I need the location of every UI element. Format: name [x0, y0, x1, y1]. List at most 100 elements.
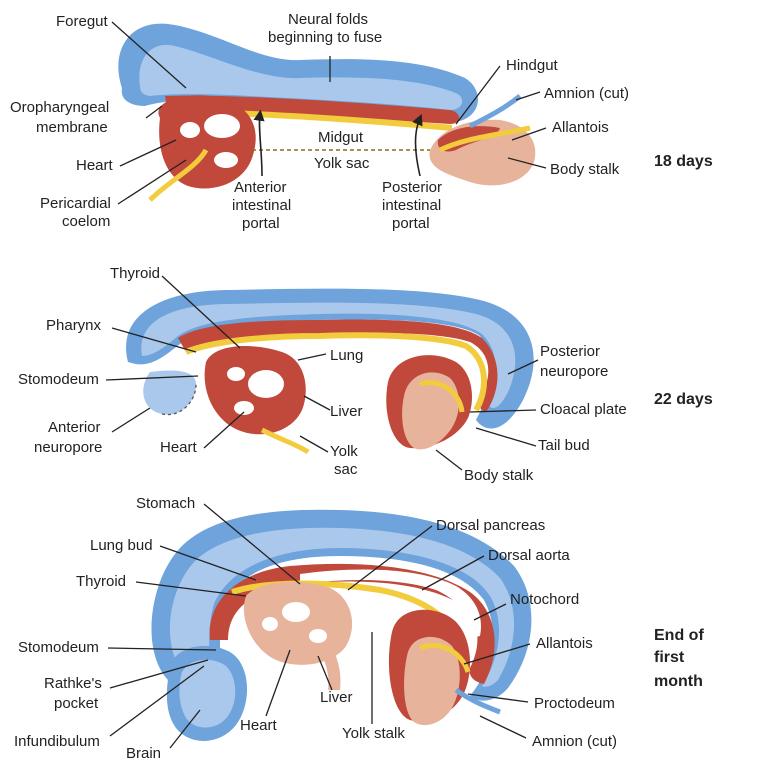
label-yolk-sac-2-1: Yolk: [330, 443, 358, 460]
label-hindgut: Hindgut: [506, 57, 559, 74]
endoderm-arch: [184, 332, 488, 412]
label-dorsal-pancreas: Dorsal pancreas: [436, 517, 545, 534]
label-heart-3: Heart: [240, 717, 278, 734]
leader-allantois: [511, 127, 547, 141]
anterior-neuropore-bulge: [143, 370, 196, 415]
label-lung: Lung: [330, 347, 363, 364]
leader-stomach: [203, 503, 301, 585]
leader-body-stalk-1: [507, 157, 547, 169]
amnion-cut-3: [454, 687, 501, 715]
anterior-neuropore-dashed: [161, 383, 197, 416]
leader-lung: [297, 353, 327, 361]
label-amnion-cut: Amnion (cut): [544, 85, 629, 102]
body-stalk-2: [402, 372, 459, 450]
label-rathke-2: pocket: [54, 695, 99, 712]
label-liver-2: Liver: [330, 403, 363, 420]
label-heart-2: Heart: [160, 439, 198, 456]
heart-lumen-1: [204, 114, 240, 138]
heart-lumen-2: [180, 122, 200, 138]
label-body-stalk-2: Body stalk: [464, 467, 534, 484]
ectoderm-arch-inner: [141, 302, 516, 408]
label-liver-3: Liver: [320, 689, 353, 706]
heart3-lumen-3: [309, 629, 327, 643]
leader-liver-2: [303, 395, 331, 411]
label-brain: Brain: [126, 745, 161, 762]
leader-heart-2: [203, 411, 245, 449]
label-anterior-portal-3: portal: [242, 215, 280, 232]
label-anterior-neuropore-2: neuropore: [34, 439, 102, 456]
leader-tail-bud: [475, 427, 537, 447]
heart3-lumen-1: [282, 602, 310, 622]
label-tail-bud: Tail bud: [538, 437, 590, 454]
leader-lung-bud: [159, 545, 257, 581]
ectoderm-inner-layer: [139, 44, 463, 110]
posterior-portal-arrow: [412, 113, 423, 177]
leader-foregut: [111, 21, 187, 89]
yolk-stalk-tube: [318, 648, 341, 690]
dorsal-aorta-channel: [300, 569, 481, 637]
heart3-lumen-2: [262, 617, 278, 631]
panel-18-days: Foregut Neural folds beginning to fuse H…: [10, 11, 713, 232]
heart-liver-mass: [243, 581, 353, 665]
label-stomach: Stomach: [136, 495, 195, 512]
mesoderm-arch: [178, 319, 498, 412]
label-midgut: Midgut: [318, 129, 364, 146]
amnion-cut-line: [468, 94, 522, 129]
leader-allantois-3: [463, 643, 531, 665]
leader-anterior-neuropore: [111, 407, 151, 433]
leader-cloacal-plate: [469, 409, 537, 413]
label-posterior-portal-3: portal: [392, 215, 430, 232]
label-body-stalk-1: Body stalk: [550, 161, 620, 178]
label-yolk-sac-2-2: sac: [334, 461, 358, 478]
leader-brain: [169, 709, 201, 749]
yolk-sac-wall: [260, 427, 310, 455]
heart-lumen-3: [214, 152, 238, 168]
leader-heart-3: [265, 649, 291, 717]
leader-thyroid-2: [161, 275, 241, 349]
body-stalk-3: [404, 636, 460, 726]
label-cloacal-plate: Cloacal plate: [540, 401, 627, 418]
label-pericardial-2: coelom: [62, 213, 110, 230]
allantois-endoderm: [438, 125, 531, 153]
leader-proctodeum: [467, 693, 529, 703]
leader-body-stalk-2: [435, 449, 463, 471]
label-rathke-1: Rathke's: [44, 675, 102, 692]
heart2-lumen-1: [248, 370, 284, 398]
panel-end-of-first-month: Stomach Dorsal pancreas Lung bud Dorsal …: [14, 495, 704, 762]
leader-yolk-sac-2: [299, 435, 329, 453]
leader-posterior-neuropore: [507, 359, 539, 375]
stage-label-end-3: month: [654, 673, 703, 690]
stage-label-end-1: End of: [654, 627, 704, 644]
leader-oropharyngeal: [145, 105, 163, 119]
label-foregut: Foregut: [56, 13, 109, 30]
heart2-lumen-3: [234, 401, 254, 415]
label-anterior-neuropore-1: Anterior: [48, 419, 101, 436]
label-amnion-cut-3: Amnion (cut): [532, 733, 617, 750]
label-dorsal-aorta: Dorsal aorta: [488, 547, 570, 564]
anterior-portal-arrow: [253, 109, 265, 177]
leader-liver-3: [317, 655, 333, 691]
leader-stomodeum-3: [107, 647, 217, 651]
label-neural-folds-1: Neural folds: [288, 11, 368, 28]
label-yolk-stalk: Yolk stalk: [342, 725, 405, 742]
heart2-lumen-2: [227, 367, 245, 381]
label-stomodeum-2: Stomodeum: [18, 371, 99, 388]
label-posterior-portal-2: intestinal: [382, 197, 441, 214]
label-notochord: Notochord: [510, 591, 579, 608]
leader-thyroid-3: [135, 581, 247, 597]
allantois-3: [419, 643, 471, 673]
leader-hindgut: [455, 65, 501, 125]
leader-pericardial: [117, 159, 187, 205]
stage-label-end-2: first: [654, 649, 685, 666]
leader-heart-1: [119, 139, 177, 167]
pericardial-endoderm: [148, 148, 209, 202]
leader-dorsal-aorta: [421, 555, 485, 591]
leader-pharynx: [111, 327, 197, 353]
leader-infundibulum: [109, 665, 205, 737]
mesoderm-band: [165, 95, 459, 124]
label-heart-1: Heart: [76, 157, 114, 174]
label-lung-bud: Lung bud: [90, 537, 153, 554]
ectoderm-arch: [126, 288, 534, 429]
leader-stomodeum-2: [105, 375, 199, 381]
